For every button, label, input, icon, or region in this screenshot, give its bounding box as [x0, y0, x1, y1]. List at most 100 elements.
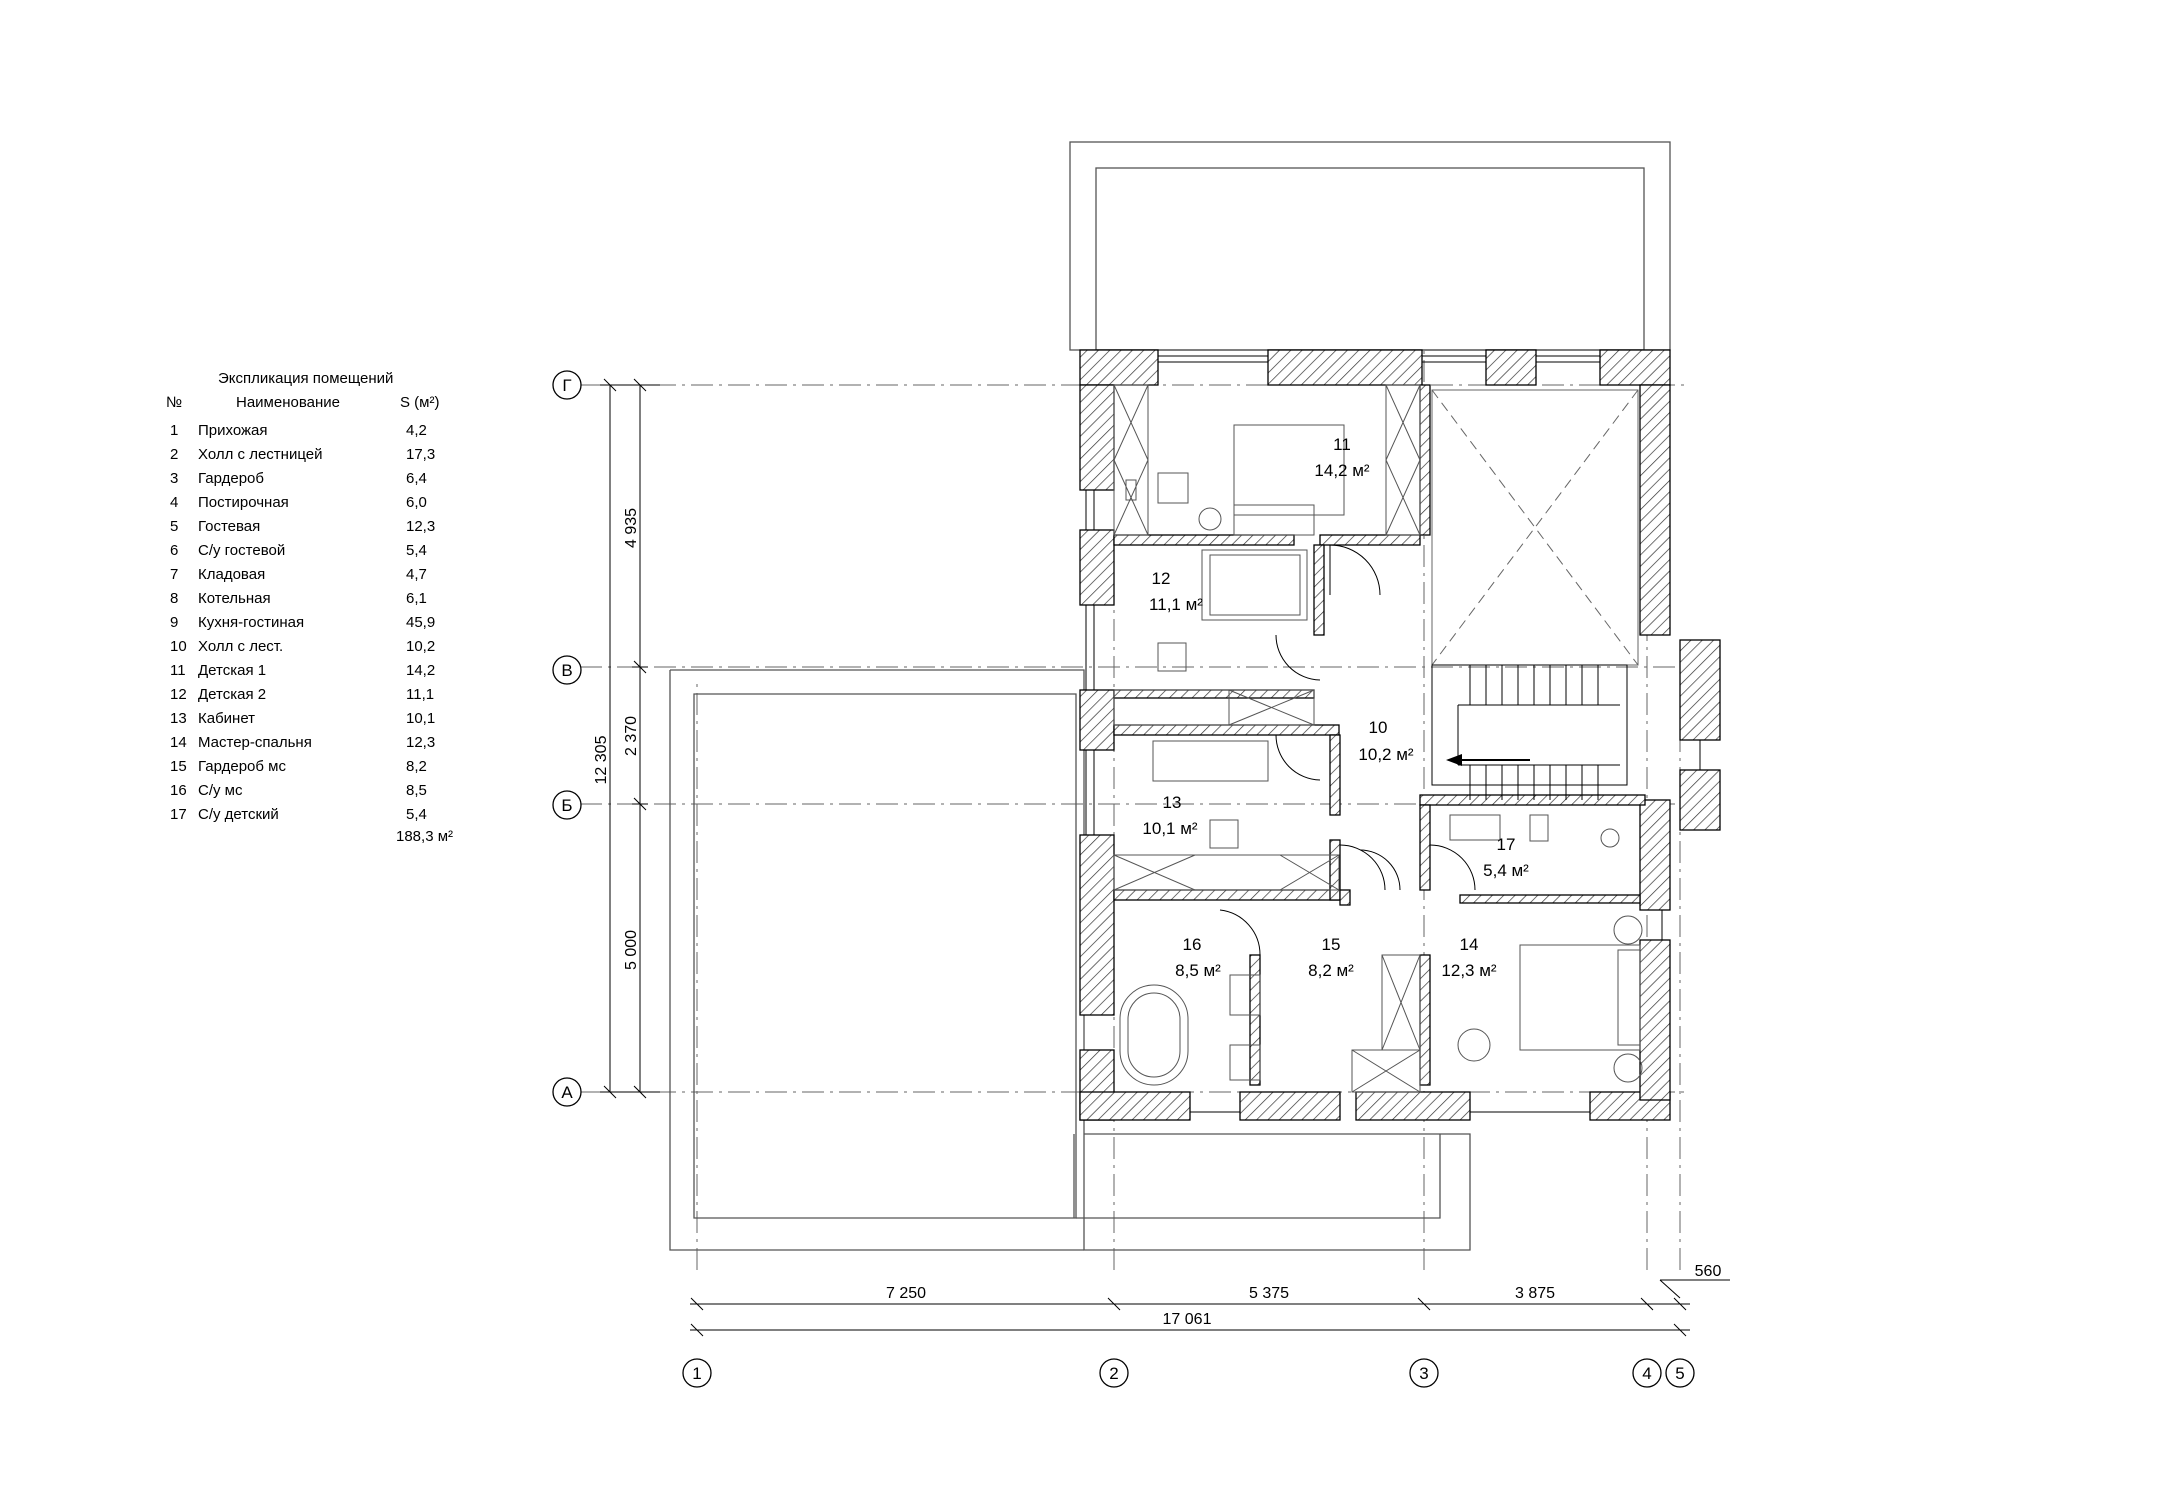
room-17: 17 5,4 м² [1483, 835, 1529, 880]
row-name: Холл с лестницей [198, 446, 323, 463]
dim-vertical-3: 5 000 [623, 930, 640, 970]
room-area: 10,2 м² [1358, 745, 1413, 764]
doors [1219, 544, 1476, 956]
schedule-row: 2 Холл с лестницей 17,3 [160, 446, 480, 466]
room-14: 14 12,3 м² [1441, 935, 1496, 980]
row-name: Кухня-гостиная [198, 614, 305, 631]
row-name: Мастер-спальня [198, 734, 312, 751]
row-area: 5,4 [406, 806, 427, 823]
row-number: 17 [170, 806, 187, 823]
axis-label-b: Б [561, 796, 572, 815]
row-area: 4,2 [406, 422, 427, 439]
room-number: 16 [1183, 935, 1202, 954]
row-area: 6,4 [406, 470, 427, 487]
furniture [1113, 384, 1643, 1093]
axis-bubble-v: В [552, 655, 582, 685]
axis-bubble-a: А [552, 1077, 582, 1107]
row-name: Прихожая [198, 422, 268, 439]
row-area: 10,2 [406, 638, 436, 655]
stair-well [1431, 389, 1639, 786]
dim-overall-horizontal: 17 061 [1163, 1311, 1212, 1328]
dim-horizontal-1: 7 250 [886, 1285, 926, 1302]
room-area: 5,4 м² [1483, 861, 1529, 880]
dim-horizontal-4: 560 [1695, 1263, 1722, 1280]
room-number: 11 [1333, 435, 1351, 454]
row-area: 12,3 [406, 734, 436, 751]
stair-treads [1469, 665, 1599, 800]
room-area: 10,1 м² [1142, 819, 1197, 838]
axis-label-a: А [561, 1083, 573, 1102]
axis-label-1: 1 [692, 1364, 701, 1383]
exterior-walls [1079, 349, 1721, 1121]
vertical-dimensions [600, 378, 660, 1099]
schedule-header-area: S (м²) [400, 394, 440, 411]
row-name: Гардероб [198, 470, 264, 487]
room-13: 13 10,1 м² [1142, 793, 1197, 838]
dim-vertical-2: 2 370 [623, 716, 640, 756]
axis-bubble-g: Г [552, 370, 582, 400]
row-name: С/у детский [198, 806, 279, 823]
room-15: 15 8,2 м² [1308, 935, 1354, 980]
row-area: 17,3 [406, 446, 436, 463]
row-area: 4,7 [406, 566, 427, 583]
room-11: 11 14,2 м² [1314, 435, 1369, 480]
schedule-title: Экспликация помещений [218, 370, 394, 387]
room-area: 8,5 м² [1175, 961, 1221, 980]
dim-overall-vertical: 12 305 [593, 735, 610, 784]
row-name: Гардероб мс [198, 758, 286, 775]
axis-bubble-b: Б [552, 790, 582, 820]
dim-horizontal-2: 5 375 [1249, 1285, 1289, 1302]
row-number: 2 [170, 446, 179, 463]
room-number: 14 [1460, 935, 1479, 954]
row-name: Котельная [198, 590, 271, 607]
row-number: 9 [170, 614, 179, 631]
room-area: 14,2 м² [1314, 461, 1369, 480]
room-number: 13 [1163, 793, 1182, 812]
room-number: 12 [1152, 569, 1171, 588]
row-area: 14,2 [406, 662, 436, 679]
axis-bubble-4: 4 [1632, 1358, 1662, 1388]
stair-direction-arrow-icon [1446, 754, 1530, 766]
row-area: 6,1 [406, 590, 427, 607]
row-name: Кабинет [198, 710, 256, 727]
row-area: 5,4 [406, 542, 427, 559]
dim-vertical-1: 4 935 [623, 508, 640, 548]
room-area: 8,2 м² [1308, 961, 1354, 980]
room-area: 11,1 м² [1149, 595, 1203, 614]
schedule-header-number: № [166, 394, 183, 411]
row-number: 7 [170, 566, 179, 583]
dim-horizontal-3: 3 875 [1515, 1285, 1555, 1302]
axis-label-g: Г [562, 376, 571, 395]
row-name: Кладовая [198, 566, 266, 583]
axis-bubble-2: 2 [1099, 1358, 1129, 1388]
row-name: Детская 2 [198, 686, 267, 703]
row-area: 11,1 [406, 686, 435, 703]
schedule-row: 7 Кладовая 4,7 [160, 566, 480, 586]
row-area: 8,5 [406, 782, 427, 799]
horizontal-dimensions [690, 1279, 1730, 1337]
row-name: С/у мс [198, 782, 243, 799]
row-name: Холл с лест. [198, 638, 284, 655]
room-10: 10 10,2 м² [1358, 718, 1413, 764]
row-name: Детская 1 [198, 662, 267, 679]
axis-label-3: 3 [1419, 1364, 1428, 1383]
row-area: 6,0 [406, 494, 427, 511]
axis-label-4: 4 [1642, 1364, 1651, 1383]
axis-bubble-1: 1 [682, 1358, 712, 1388]
room-area: 12,3 м² [1441, 961, 1496, 980]
row-number: 6 [170, 542, 179, 559]
